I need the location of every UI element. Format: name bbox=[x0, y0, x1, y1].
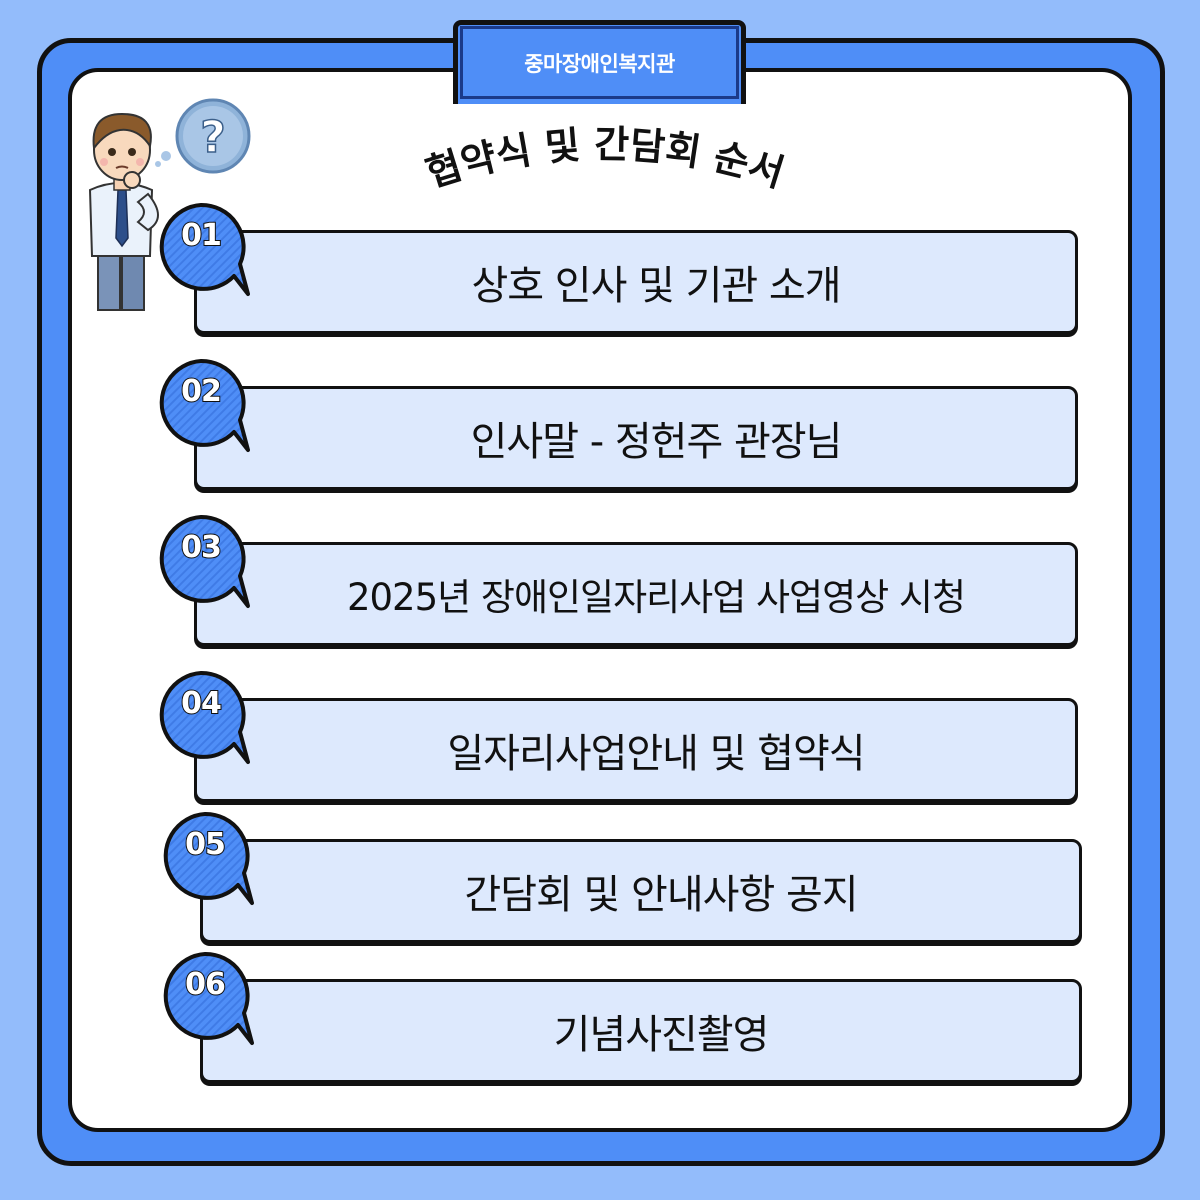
step-number-badge-1: 01 bbox=[156, 202, 252, 298]
step-number-badge-6: 06 bbox=[160, 951, 256, 1047]
step-item-2: 인사말 - 정헌주 관장님 bbox=[194, 386, 1078, 490]
step-number-badge-2: 02 bbox=[156, 358, 252, 454]
step-number: 01 bbox=[180, 217, 223, 254]
step-item-3: 2025년 장애인일자리사업 사업영상 시청 bbox=[194, 542, 1078, 646]
step-label: 일자리사업안내 및 협약식 bbox=[447, 731, 865, 777]
step-number-badge-3: 03 bbox=[156, 514, 252, 610]
step-label: 간담회 및 안내사항 공지 bbox=[464, 872, 858, 918]
step-item-5: 간담회 및 안내사항 공지 bbox=[200, 839, 1082, 943]
step-number: 06 bbox=[184, 966, 227, 1003]
step-number-badge-5: 05 bbox=[160, 811, 256, 907]
step-number: 04 bbox=[180, 685, 223, 722]
org-name: 중마장애인복지관 bbox=[460, 26, 739, 99]
step-item-1: 상호 인사 및 기관 소개 bbox=[194, 230, 1078, 334]
step-number: 02 bbox=[180, 373, 223, 410]
svg-text:협약식 및 간담회 순서: 협약식 및 간담회 순서 bbox=[421, 122, 790, 195]
svg-text:?: ? bbox=[200, 112, 226, 163]
thinking-person-icon: ? bbox=[76, 98, 261, 318]
step-label: 상호 인사 및 기관 소개 bbox=[471, 263, 841, 309]
step-number-badge-4: 04 bbox=[156, 670, 252, 766]
page-title: 협약식 및 간담회 순서 bbox=[395, 110, 815, 210]
step-item-6: 기념사진촬영 bbox=[200, 979, 1082, 1083]
step-label: 인사말 - 정헌주 관장님 bbox=[470, 419, 843, 465]
step-label: 2025년 장애인일자리사업 사업영상 시청 bbox=[346, 576, 966, 619]
step-label: 기념사진촬영 bbox=[553, 1012, 770, 1058]
step-number: 03 bbox=[180, 529, 223, 566]
step-item-4: 일자리사업안내 및 협약식 bbox=[194, 698, 1078, 802]
step-number: 05 bbox=[184, 826, 227, 863]
question-mark-bubble-icon: ? bbox=[155, 98, 251, 174]
page-title-text: 협약식 및 간담회 순서 bbox=[421, 122, 790, 195]
